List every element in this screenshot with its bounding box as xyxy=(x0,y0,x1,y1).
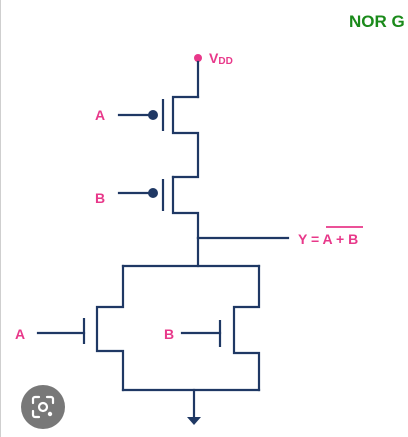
nmos-network: A B xyxy=(15,236,261,392)
nmos-b-input-label: B xyxy=(164,326,174,342)
nmos-a-input-label: A xyxy=(15,326,25,342)
camera-search-icon xyxy=(31,395,55,419)
diagram-title: NOR G xyxy=(349,12,405,31)
pmos-b-input-label: B xyxy=(95,190,105,206)
pmos-a-channel xyxy=(171,95,200,179)
ground-arrow-icon xyxy=(187,417,201,425)
pmos-stack: A B xyxy=(95,60,200,240)
pmos-a-bubble xyxy=(148,110,158,120)
visual-search-button[interactable] xyxy=(21,385,65,429)
vdd-node xyxy=(194,54,202,62)
vdd-label: VDD xyxy=(209,50,233,67)
pmos-b-bubble xyxy=(148,188,158,198)
pmos-a-input-label: A xyxy=(95,107,105,123)
nmos-b-channel xyxy=(232,264,261,392)
pmos-b-channel xyxy=(171,175,200,240)
nmos-a-channel xyxy=(95,264,125,392)
output-label: Y = A + B xyxy=(298,231,358,247)
